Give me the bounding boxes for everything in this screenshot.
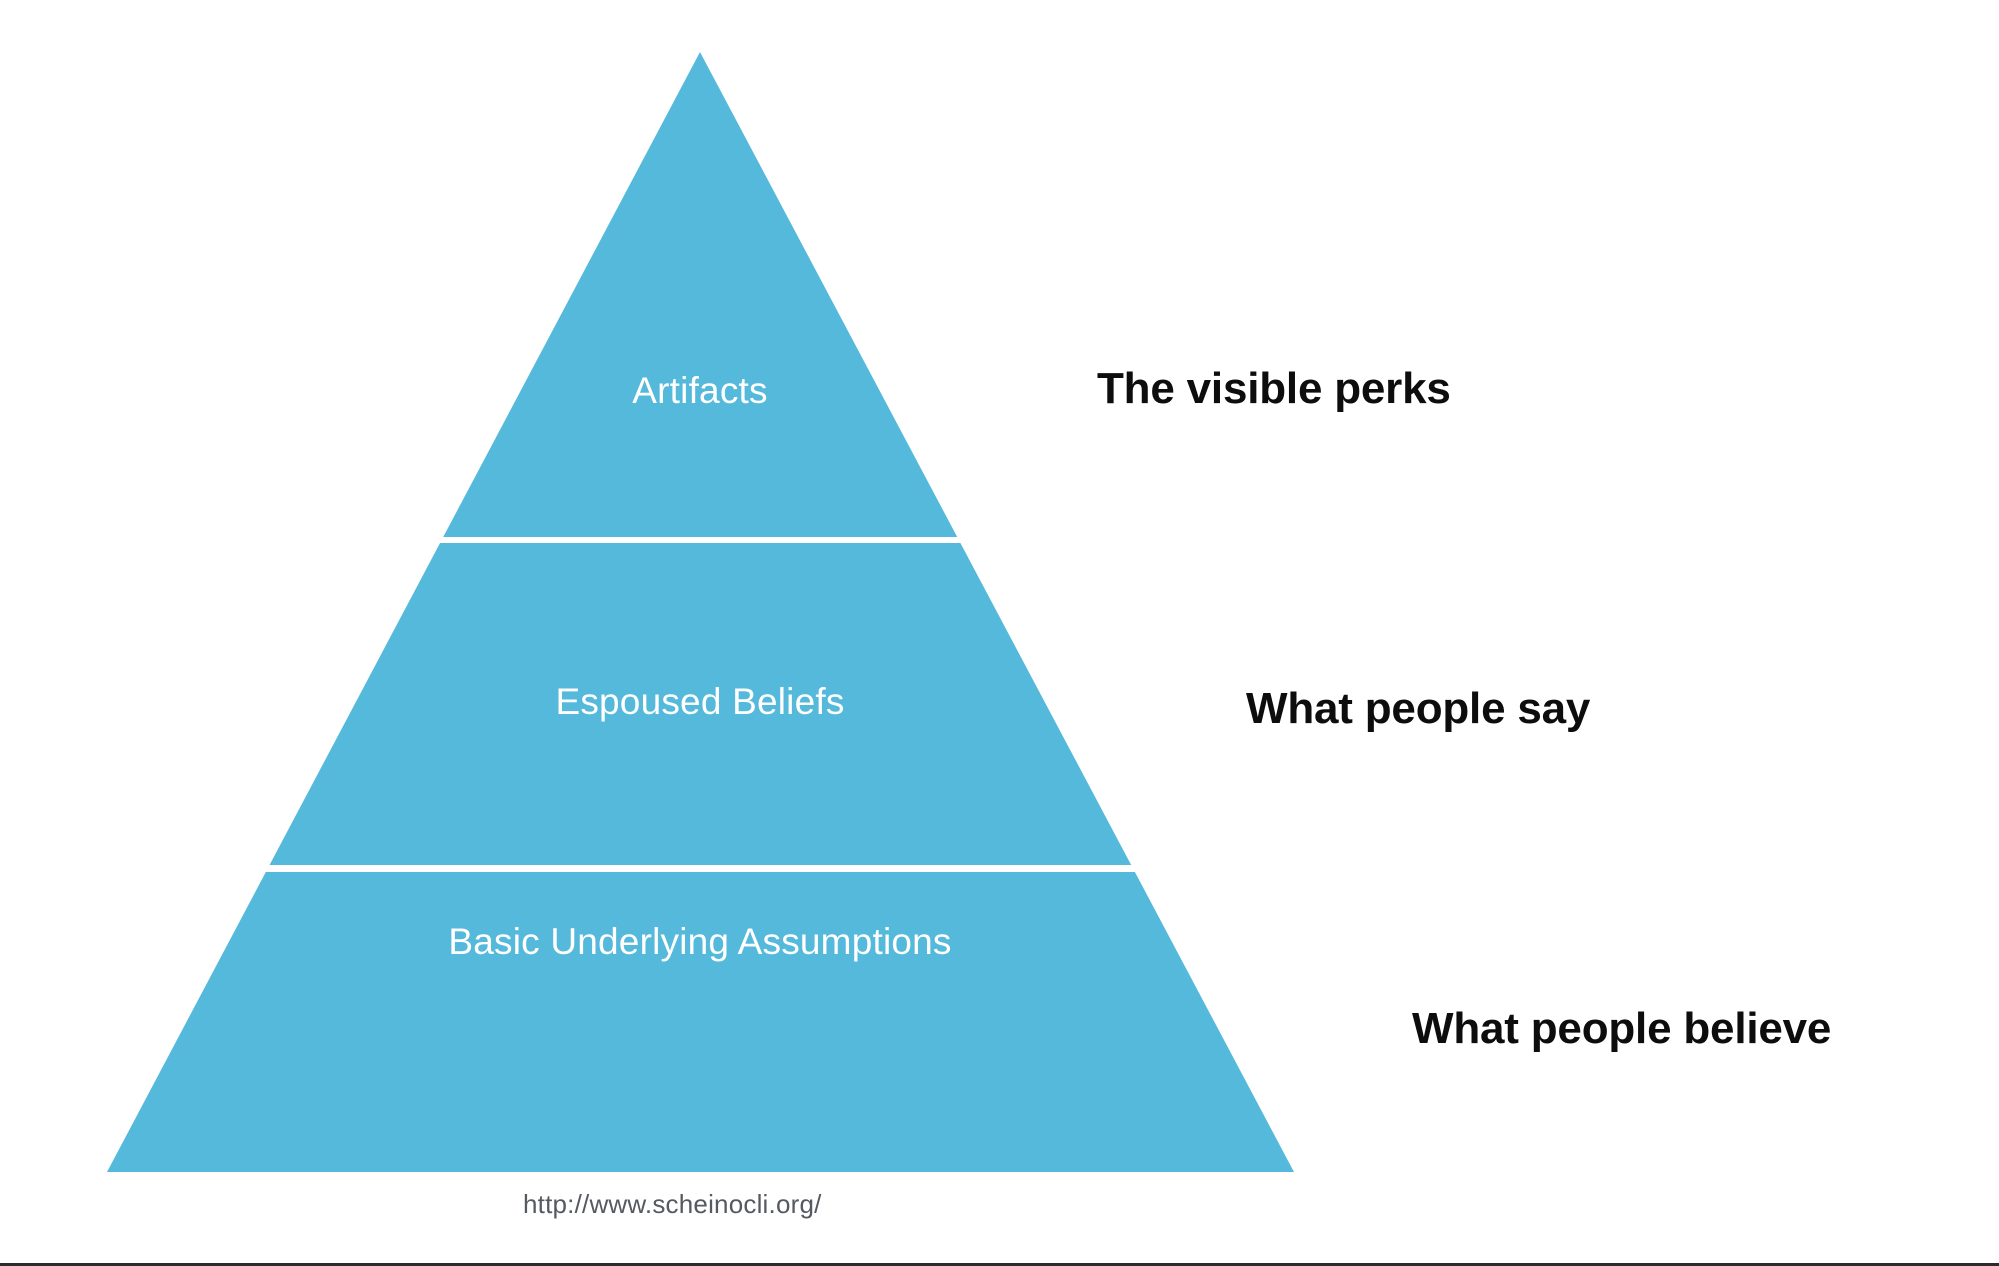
pyramid-band-basic-underlying-assumptions[interactable] [107, 872, 1294, 1172]
annotation-artifacts: The visible perks [1097, 364, 1451, 413]
annotation-espoused-beliefs: What people say [1246, 684, 1591, 733]
annotation-basic-underlying-assumptions: What people believe [1412, 1004, 1832, 1053]
pyramid-band-espoused-beliefs[interactable] [269, 543, 1132, 865]
pyramid-band-artifacts[interactable] [443, 52, 958, 537]
pyramid-shape-svg [107, 52, 1294, 1172]
slide-bottom-divider [0, 1263, 1999, 1266]
source-url-text[interactable]: http://www.scheinocli.org/ [523, 1189, 822, 1219]
culture-pyramid-diagram: Artifacts Espoused Beliefs Basic Underly… [107, 52, 1294, 1172]
